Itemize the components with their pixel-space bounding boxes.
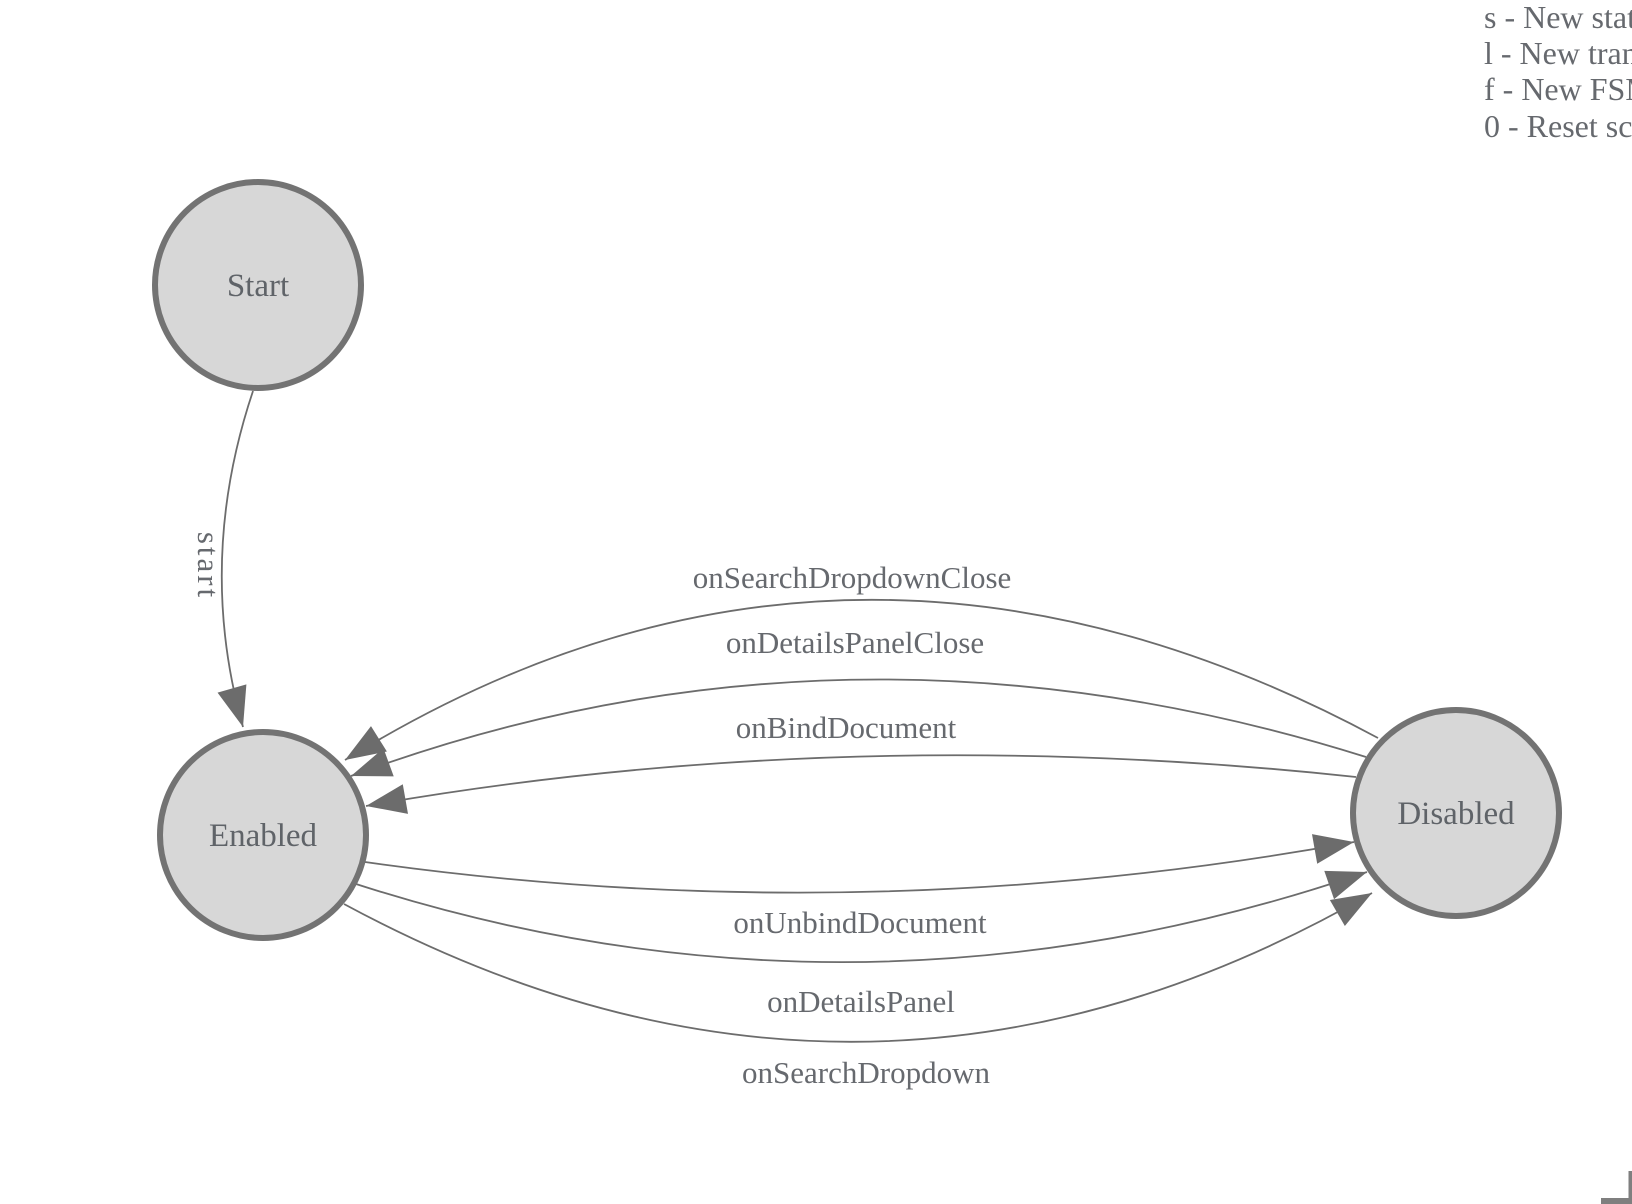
arrowhead-into-enabled [345, 726, 387, 760]
edge-label-onSearchDropdownClose: onSearchDropdownClose [693, 560, 1012, 595]
arrowhead-start-to-enabled [217, 684, 247, 727]
edge-label-onDetailsPanel: onDetailsPanel [767, 984, 955, 1019]
edge-start-line [220, 390, 254, 728]
arrowhead-into-disabled [1329, 893, 1372, 926]
arrowhead-into-enabled [366, 784, 408, 814]
state-label-disabled: Disabled [1397, 796, 1515, 832]
edge-line [343, 892, 1373, 1043]
edge-line [350, 678, 1367, 777]
arrowhead-into-disabled [1312, 834, 1354, 864]
edge-disabled-to-enabled-onBindDocument: onBindDocument [365, 710, 1357, 814]
state-node-disabled[interactable]: Disabled [1350, 707, 1562, 919]
state-node-start[interactable]: Start [152, 179, 364, 391]
edge-line [355, 871, 1368, 964]
edge-label-start: start [191, 532, 226, 600]
state-circle-start[interactable] [152, 179, 364, 391]
edge-label-onSearchDropdown: onSearchDropdown [742, 1055, 990, 1090]
arrowhead-into-disabled [1324, 870, 1367, 900]
state-label-start: Start [227, 268, 289, 304]
edge-disabled-to-enabled-onSearchDropdownClose: onSearchDropdownClose [344, 560, 1379, 761]
corner-horizontal-bar [1601, 1198, 1632, 1204]
state-circle-enabled[interactable] [157, 729, 369, 941]
corner-vertical-bar [1628, 1171, 1632, 1200]
legend-line-reset-scale: 0 - Reset scale [1484, 108, 1632, 144]
state-circle-disabled[interactable] [1350, 707, 1562, 919]
edge-line [365, 754, 1357, 807]
edge-enabled-to-disabled-onUnbindDocument: onUnbindDocument [364, 834, 1355, 940]
edge-enabled-to-disabled-onDetailsPanel: onDetailsPanel [355, 870, 1368, 1019]
legend-line-new-transition: l - New transition [1484, 35, 1632, 71]
edge-line [344, 598, 1379, 761]
shortcut-legend: s - New state l - New transition f - New… [1484, 0, 1632, 144]
edge-label-onDetailsPanelClose: onDetailsPanelClose [726, 625, 984, 660]
edge-label-onUnbindDocument: onUnbindDocument [733, 905, 987, 940]
edge-enabled-to-disabled-onSearchDropdown: onSearchDropdown [343, 892, 1373, 1090]
edge-disabled-to-enabled-onDetailsPanelClose: onDetailsPanelClose [350, 625, 1367, 777]
legend-line-new-fsm: f - New FSM [1484, 71, 1632, 107]
arrowhead-into-enabled [351, 748, 394, 777]
state-node-enabled[interactable]: Enabled [157, 729, 369, 941]
edge-line [364, 841, 1355, 894]
edge-label-onBindDocument: onBindDocument [736, 710, 957, 745]
edge-start-to-enabled: start [191, 390, 254, 728]
clipped-corner-element [1601, 1171, 1632, 1204]
legend-line-new-state: s - New state [1484, 0, 1632, 35]
state-label-enabled: Enabled [209, 818, 318, 854]
